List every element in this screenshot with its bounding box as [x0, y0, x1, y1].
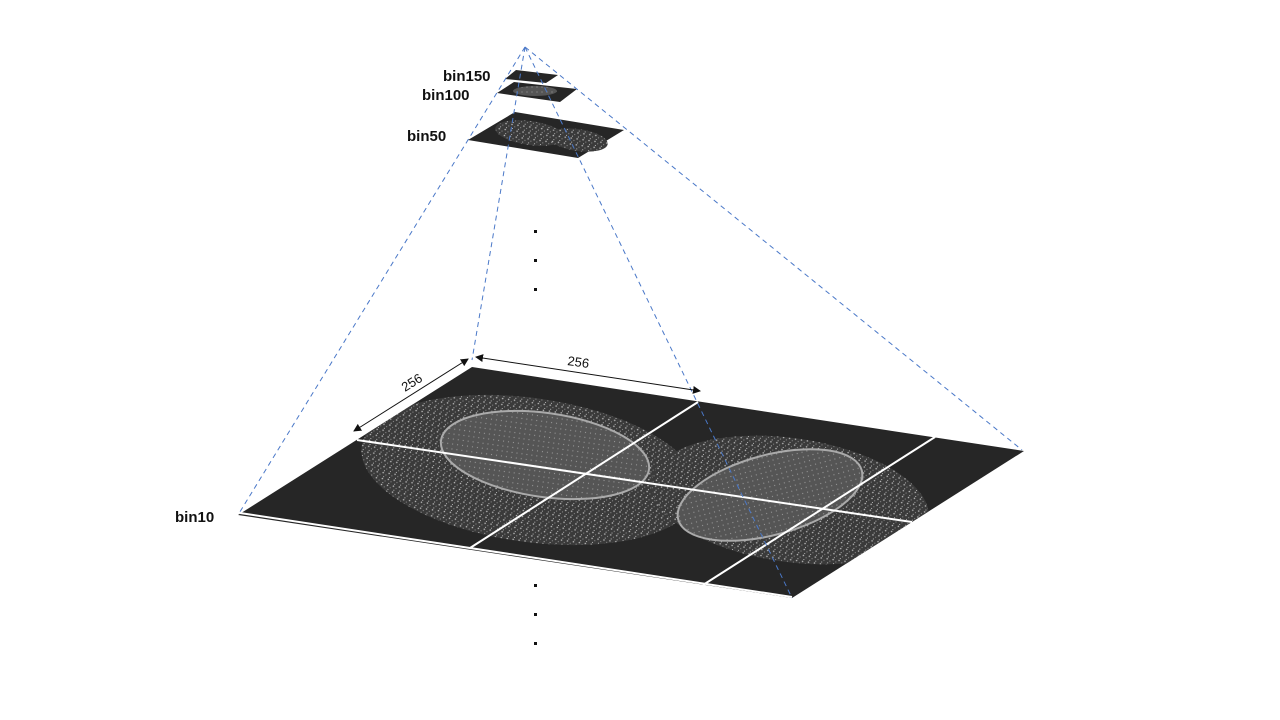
label-bin50: bin50	[407, 128, 446, 145]
tissue-image	[361, 394, 929, 565]
bin150-plane	[505, 70, 558, 83]
bin100-plane	[497, 82, 577, 102]
tile-height-label: 256	[399, 370, 425, 394]
bin50-plane	[468, 112, 624, 158]
label-bin100: bin100	[422, 87, 470, 104]
ellipsis-dots	[534, 230, 537, 645]
tile-dimension-arrows: 256 256	[353, 353, 701, 432]
bin10-plane	[238, 367, 1024, 598]
projection-lines	[237, 46, 1023, 599]
tile-grid	[239, 401, 936, 598]
tile-width-label: 256	[567, 353, 591, 371]
label-bin10: bin10	[175, 509, 214, 526]
label-bin150: bin150	[443, 68, 491, 85]
